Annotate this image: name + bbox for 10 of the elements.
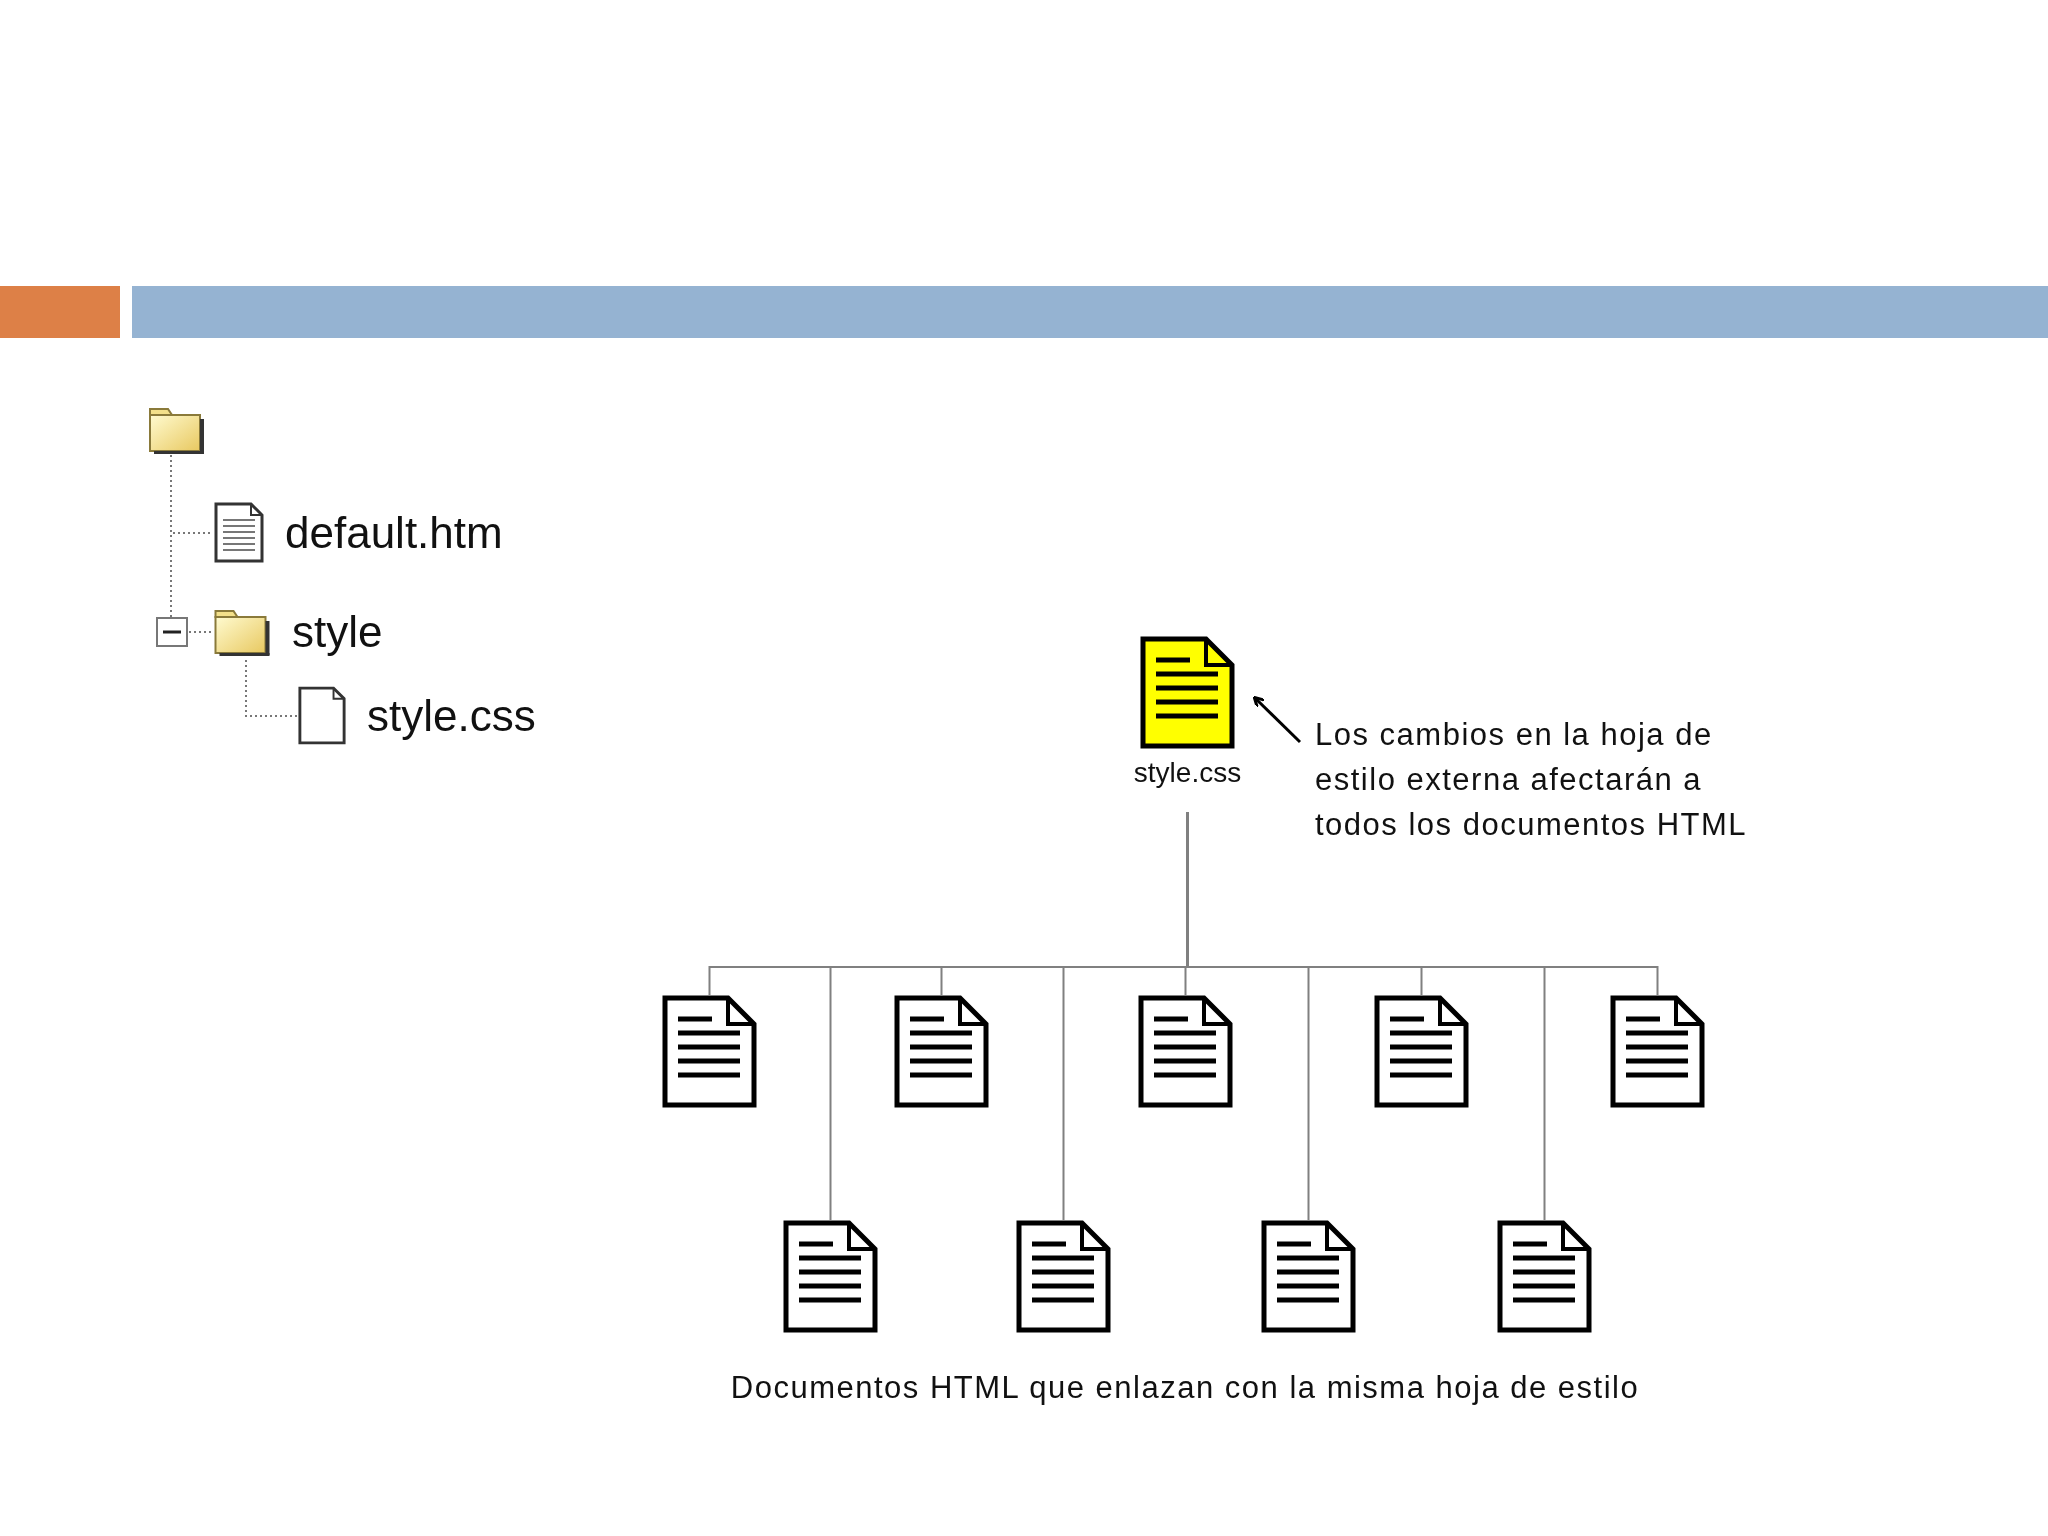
connector-line — [245, 659, 298, 717]
file-name: style — [292, 607, 383, 657]
connector-line — [1186, 811, 1546, 1221]
file-name: style.css — [1133, 757, 1242, 789]
arrow — [1252, 695, 1302, 744]
file-name: style.css — [367, 691, 536, 741]
note-text: Los cambios en la hoja de estilo externa afectarán a todos los documentos HTML — [1315, 716, 1749, 844]
caption: Documentos HTML que enlazan con la misma hoja de estilo — [730, 1370, 1640, 1405]
file-name: default.htm — [285, 508, 503, 558]
connector-line — [170, 454, 214, 633]
